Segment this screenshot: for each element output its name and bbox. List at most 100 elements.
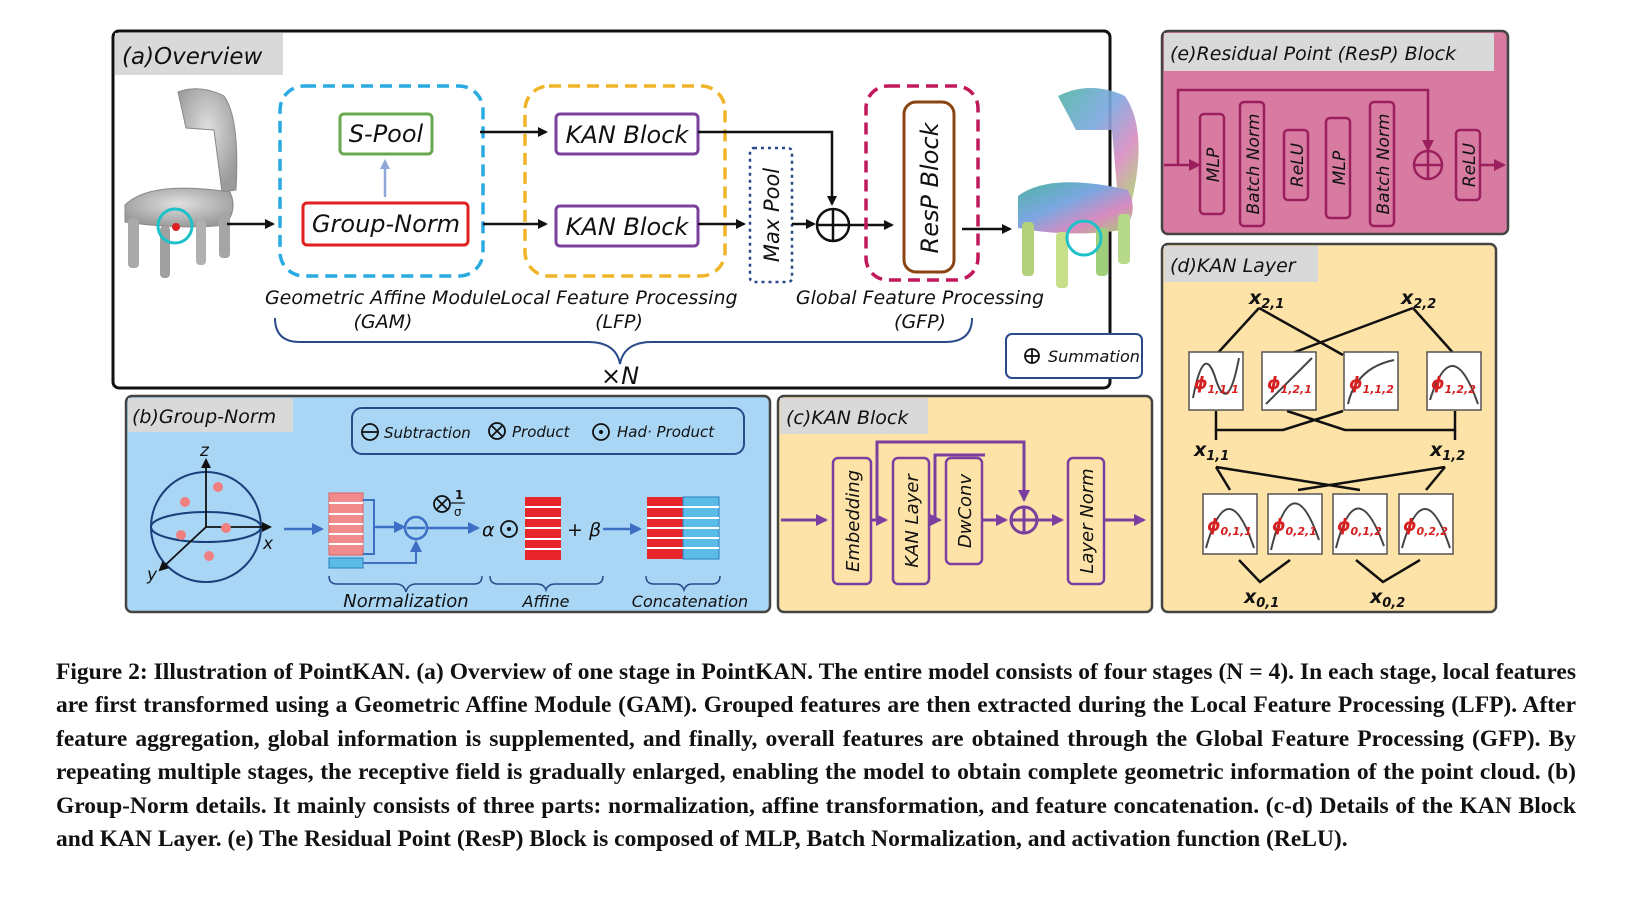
- panel-d-kan-layer: (d)KAN Layer x2,1 x2,2 x1,1 x1,2 x0,1 x0…: [1160, 242, 1498, 614]
- caption-text: Illustration of PointKAN. (a) Overview o…: [56, 659, 1577, 853]
- sample-point: [172, 223, 180, 231]
- phi-box-111: ϕ1,1,1: [1188, 351, 1244, 411]
- node-x02: x0,2: [1369, 586, 1405, 611]
- resp-block-box: [902, 100, 956, 274]
- kan-block-2-box: [554, 204, 700, 248]
- panel-a-title-bg: [115, 33, 283, 75]
- output-point-circle: [1065, 219, 1103, 257]
- summation-legend: [1005, 333, 1143, 379]
- panel-e-resp-block: (e)Residual Point (ResP) Block MLP Batch…: [1160, 29, 1510, 236]
- kan-block-2-label: KAN Block: [566, 213, 690, 241]
- kan-layer-label: KAN Layer: [902, 473, 923, 568]
- legend-product: Product: [512, 423, 571, 441]
- node-x11: x1,1: [1193, 439, 1229, 464]
- node-x12: x1,2: [1429, 439, 1465, 464]
- lfp-label-2: (LFP): [595, 311, 643, 333]
- gam-label-2: (GAM): [354, 311, 413, 333]
- phi-box-022: ϕ0,2,2: [1398, 493, 1454, 555]
- product-icon: [488, 422, 506, 440]
- repeat-label: ×N: [601, 362, 639, 390]
- phi-box-122: ϕ1,2,2: [1426, 351, 1482, 411]
- node-x22: x2,2: [1400, 287, 1436, 312]
- svg-text:ϕ0,1,2: ϕ0,1,2: [1337, 516, 1382, 538]
- frac-numerator: 1: [455, 488, 463, 502]
- resp-summation-node: [1412, 149, 1444, 181]
- resp-relu-2-label: ReLU: [1460, 142, 1480, 187]
- summation-node: [815, 207, 851, 243]
- embedding-label: Embedding: [843, 470, 864, 572]
- summation-legend-label: Summation: [1048, 347, 1140, 366]
- concat-feature-stack: [647, 496, 720, 560]
- svg-text:ϕ0,1,1: ϕ0,1,1: [1207, 516, 1252, 538]
- kan-block-1-box: [554, 112, 700, 156]
- resp-bn-2-label: Batch Norm: [1374, 114, 1394, 215]
- plus-beta-label: + β: [567, 519, 601, 541]
- svg-text:ϕ1,2,2: ϕ1,2,2: [1431, 374, 1476, 396]
- legend-subtraction: Subtraction: [384, 424, 471, 442]
- caption-label: Figure 2:: [56, 659, 154, 685]
- lfp-dashed-box: [523, 84, 727, 278]
- panel-b-title: (b)Group-Norm: [132, 406, 276, 428]
- resp-relu-1: [1282, 128, 1310, 202]
- node-x01: x0,1: [1243, 586, 1279, 611]
- resp-bn-1: [1238, 100, 1266, 228]
- affine-feature-stack: [525, 497, 561, 560]
- panel-b-title-bg: [128, 398, 293, 432]
- dwconv-box: [944, 456, 984, 566]
- subtraction-icon: [361, 423, 379, 441]
- resp-mlp-1: [1198, 112, 1226, 216]
- resp-mlp-2-label: MLP: [1330, 150, 1350, 185]
- alpha-label: α: [482, 519, 495, 541]
- gam-dashed-box: [278, 84, 485, 278]
- panel-b-group-norm: (b)Group-Norm Subtraction Product Had· P…: [124, 394, 772, 614]
- panel-c-title-bg: [780, 398, 928, 434]
- figure-caption: Figure 2: Illustration of PointKAN. (a) …: [56, 656, 1576, 856]
- layer-norm-label: Layer Norm: [1077, 468, 1098, 573]
- node-x21: x2,1: [1248, 287, 1284, 312]
- phi-box-011: ϕ0,1,1: [1202, 493, 1258, 555]
- panel-c-kan-block: (c)KAN Block Embedding KAN Layer DwConv …: [776, 394, 1154, 614]
- dwconv-label: DwConv: [955, 474, 976, 549]
- legend-had-product: Had· Product: [617, 423, 715, 441]
- gfp-label-2: (GFP): [894, 311, 946, 333]
- group-norm-label: Group-Norm: [312, 210, 460, 238]
- gam-label-1: Geometric Affine Module: [265, 287, 501, 309]
- resp-block-label: ResP Block: [916, 121, 944, 253]
- resp-mlp-2: [1324, 116, 1352, 220]
- affine-label: Affine: [522, 592, 570, 611]
- panel-e-title-bg: [1164, 33, 1494, 71]
- svg-text:ϕ1,1,2: ϕ1,1,2: [1349, 374, 1394, 396]
- input-chair-image: [124, 88, 238, 278]
- summation-legend-icon: [1024, 348, 1040, 364]
- gfp-dashed-box: [864, 84, 980, 282]
- axis-x-label: x: [262, 534, 274, 554]
- sample-point-circle: [156, 207, 194, 245]
- resp-bn-2: [1368, 100, 1396, 228]
- panel-a-title: (a)Overview: [122, 44, 263, 70]
- panel-a-overview: (a)Overview S-Pool Group-Norm Geometric …: [111, 29, 1143, 390]
- phi-box-012: ϕ0,1,2: [1332, 493, 1388, 555]
- repeat-brace: [274, 317, 973, 365]
- normalization-label: Normalization: [343, 591, 468, 612]
- svg-text:ϕ0,2,2: ϕ0,2,2: [1403, 516, 1448, 538]
- resp-relu-1-label: ReLU: [1288, 142, 1308, 187]
- phi-box-021: ϕ0,2,1: [1267, 493, 1323, 555]
- panel-b-legend: [351, 407, 745, 455]
- svg-text:ϕ1,2,1: ϕ1,2,1: [1267, 374, 1312, 396]
- panel-c-title: (c)KAN Block: [786, 407, 909, 429]
- spool-label: S-Pool: [349, 120, 424, 148]
- max-pool-box: [748, 146, 794, 284]
- max-pool-label: Max Pool: [760, 168, 784, 262]
- coordinate-sphere: [150, 458, 272, 583]
- spool-box: [338, 112, 434, 156]
- output-chair-image: [1018, 88, 1139, 288]
- axis-y-label: y: [146, 565, 158, 585]
- panel-e-title: (e)Residual Point (ResP) Block: [1170, 43, 1457, 65]
- input-feature-stack: [328, 492, 364, 569]
- resp-mlp-1-label: MLP: [1204, 147, 1224, 182]
- frac-denominator: σ: [454, 505, 462, 519]
- group-norm-box: [301, 201, 470, 247]
- axis-z-label: z: [199, 441, 210, 461]
- resp-bn-1-label: Batch Norm: [1244, 114, 1264, 215]
- panel-d-title: (d)KAN Layer: [1170, 255, 1297, 277]
